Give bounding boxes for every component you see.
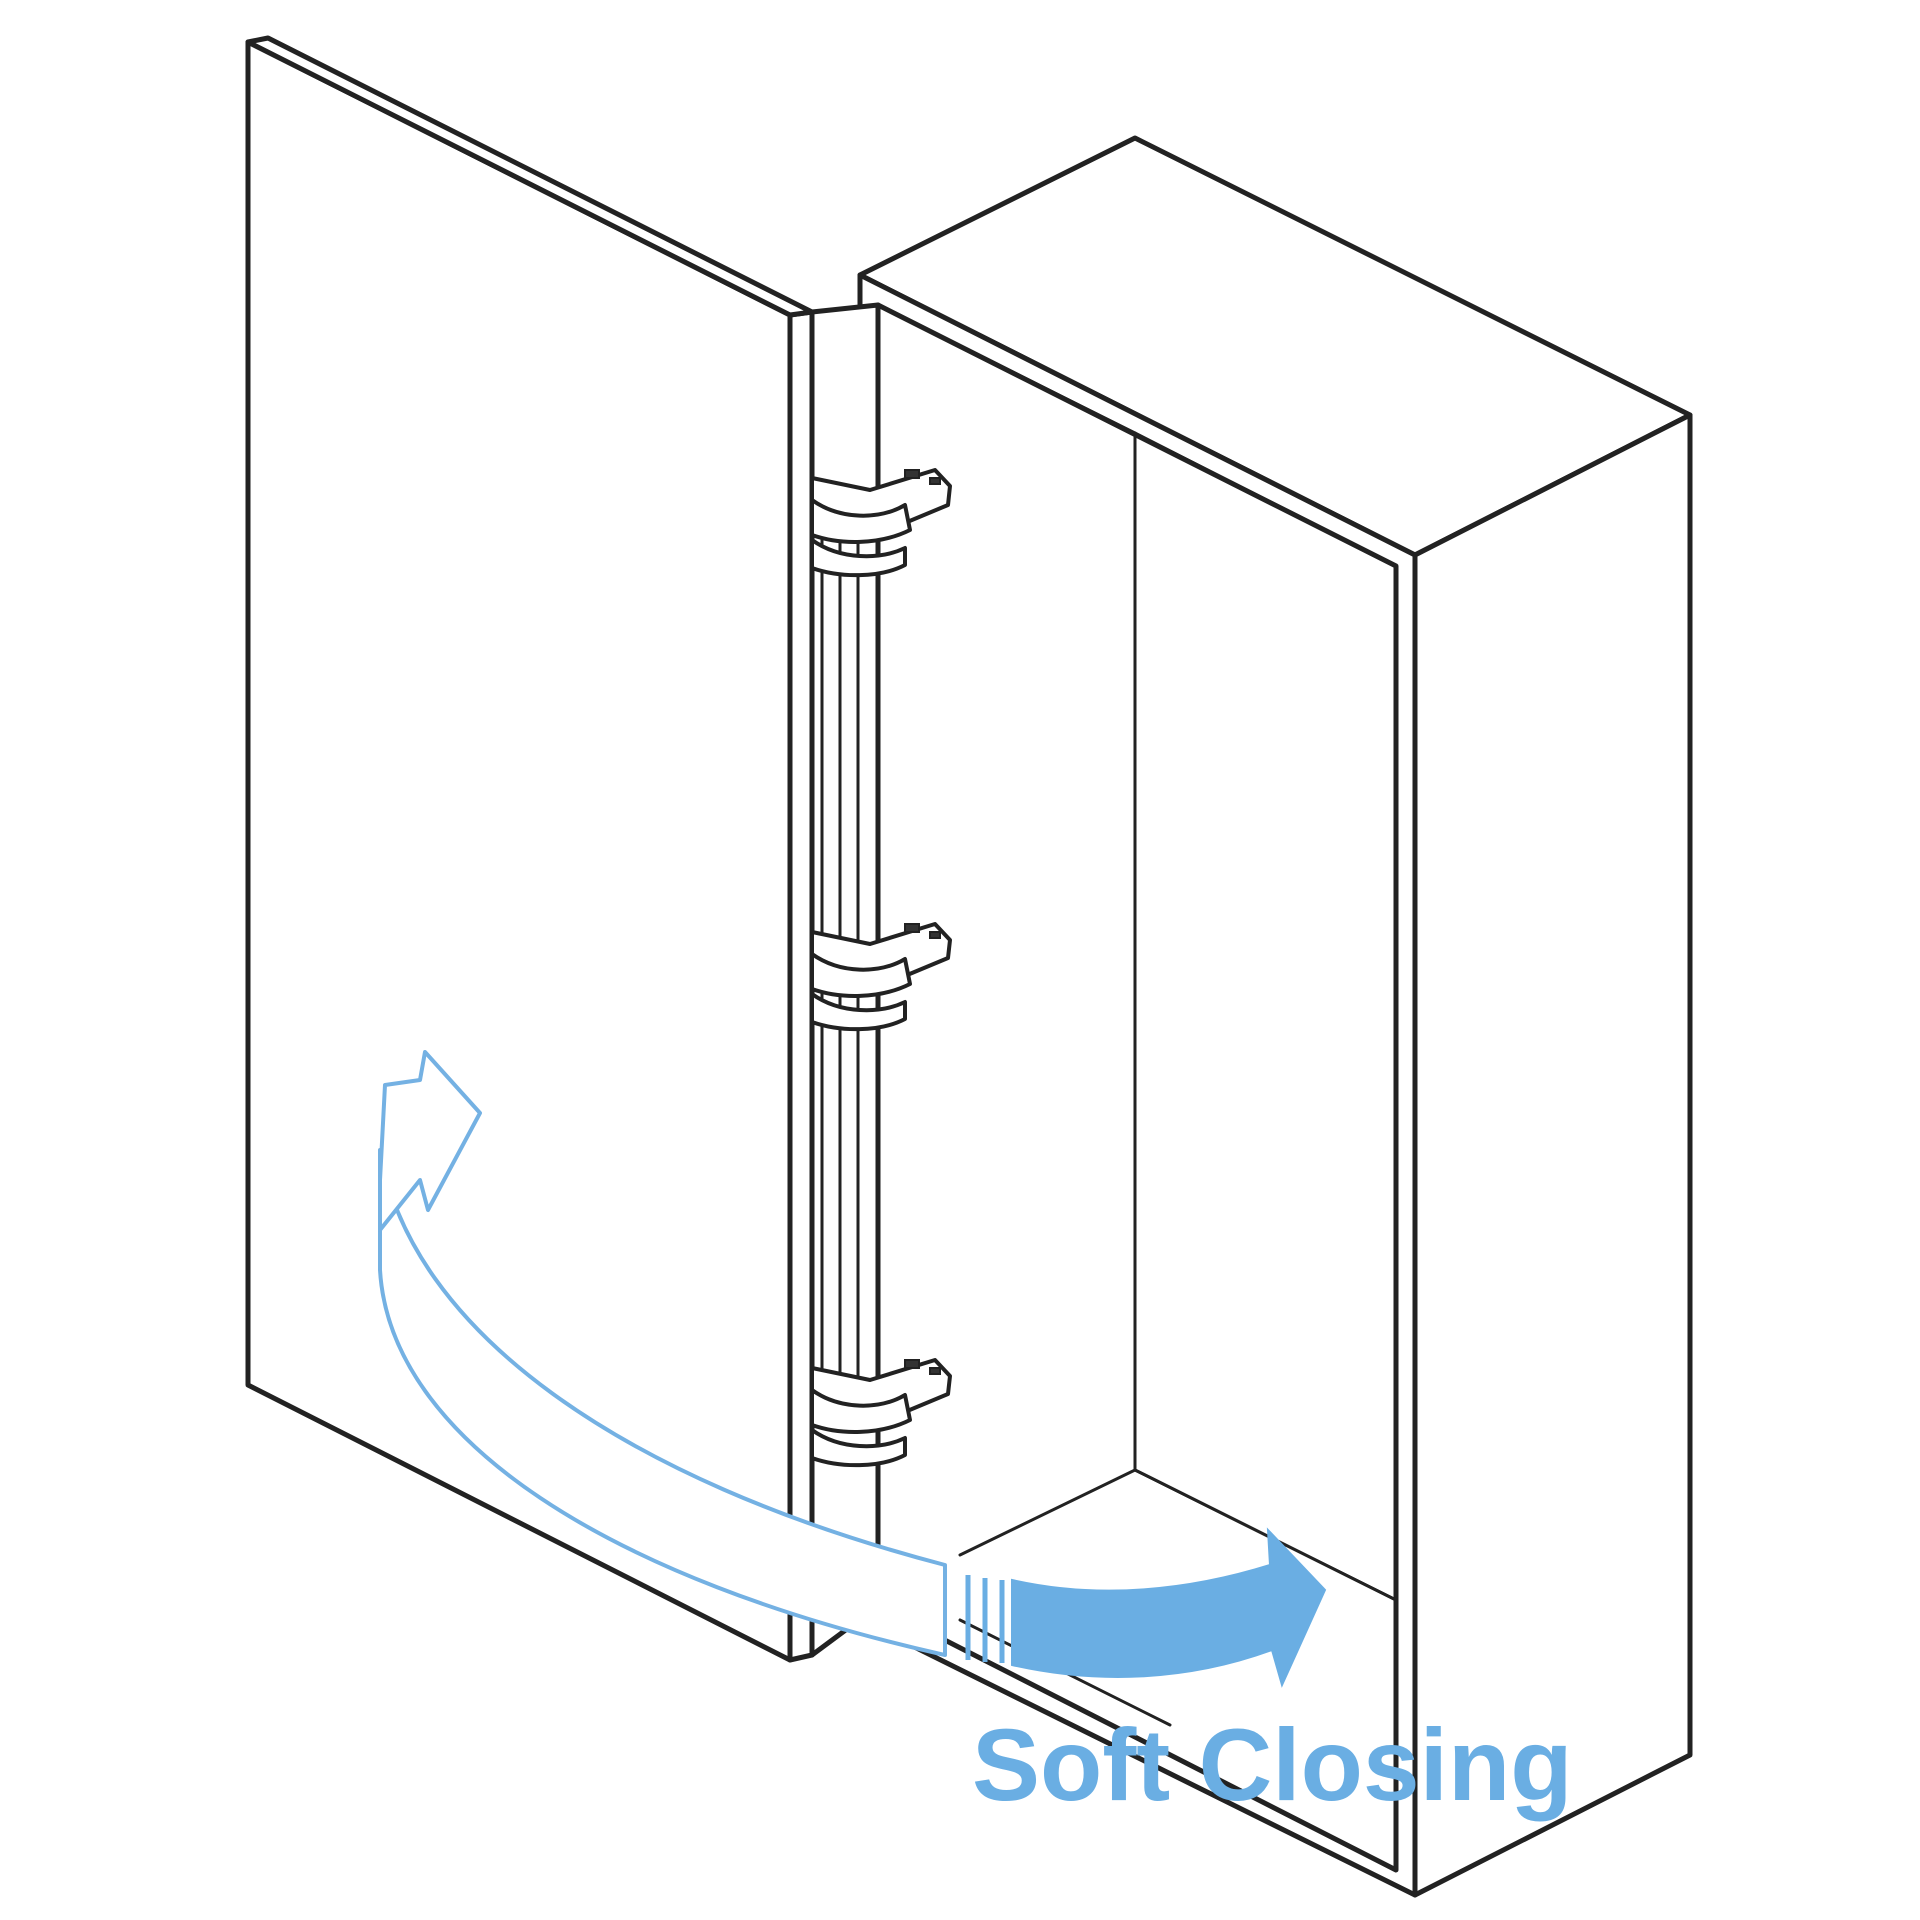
cabinet-side — [1412, 412, 1693, 1898]
hinge-middle — [810, 922, 952, 1032]
hinge-bottom — [810, 1358, 952, 1468]
door-edge — [787, 309, 815, 1663]
cabinet — [857, 135, 1693, 1898]
arrow-solid-head — [1011, 1527, 1327, 1688]
arrow-outline-band — [378, 1148, 947, 1657]
arrow-outline-head — [378, 1050, 482, 1232]
soft-closing-caption: Soft Closing — [972, 1708, 1573, 1822]
hinge-top — [810, 468, 952, 578]
closing-motion-arrow — [378, 1050, 1327, 1688]
